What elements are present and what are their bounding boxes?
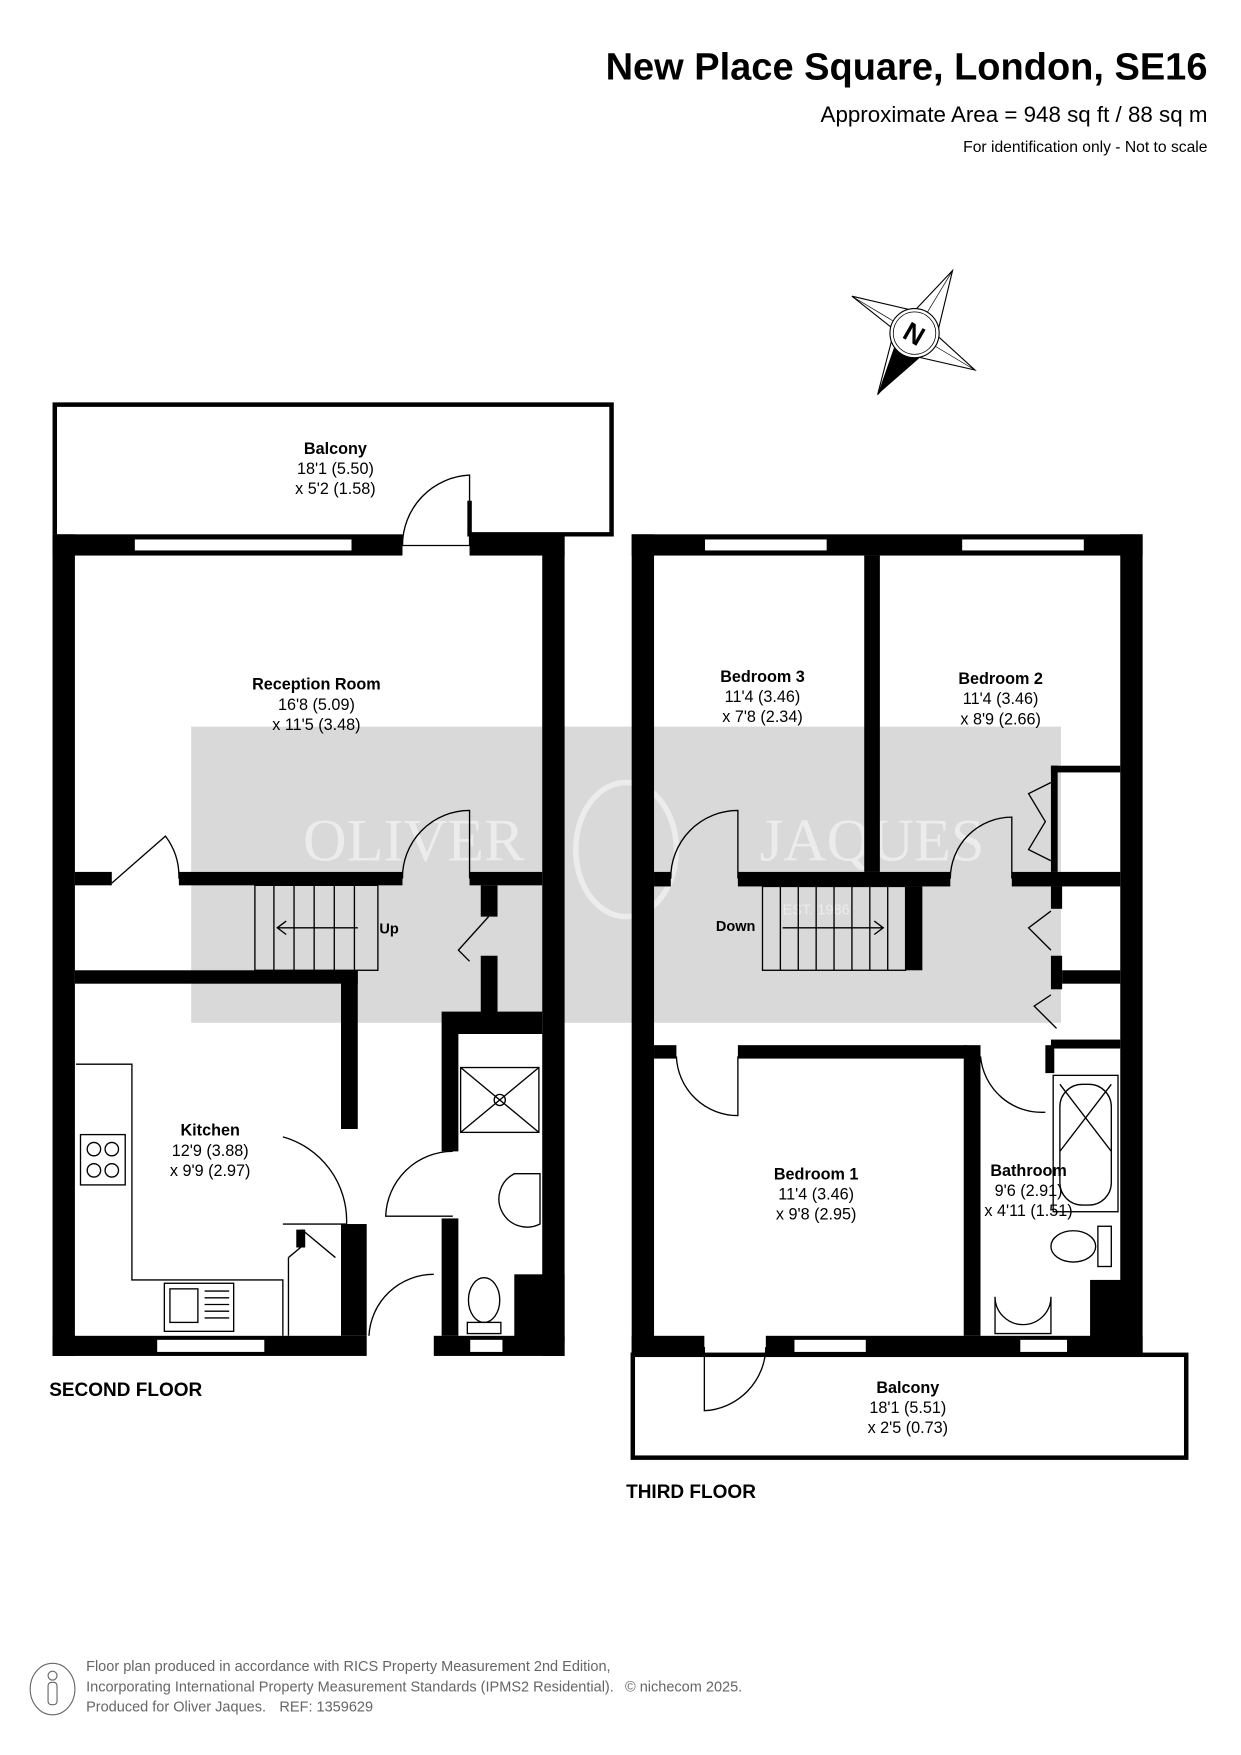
page-title: New Place Square, London, SE16	[606, 46, 1208, 88]
floor-label: THIRD FLOOR	[626, 1482, 756, 1503]
room-dimension: 11'4 (3.46)	[778, 1185, 854, 1203]
footer-line-2: Incorporating International Property Mea…	[86, 1679, 742, 1695]
footer-line-3: Produced for Oliver Jaques.REF: 1359629	[86, 1699, 373, 1715]
room-dimension: x 9'9 (2.97)	[170, 1162, 250, 1180]
person-icon	[29, 1662, 76, 1716]
room-dimension: x 2'5 (0.73)	[868, 1419, 948, 1437]
room-dimension: x 5'2 (1.58)	[295, 480, 375, 498]
footer: Floor plan produced in accordance with R…	[29, 1659, 742, 1716]
approximate-area: Approximate Area = 948 sq ft / 88 sq m	[821, 102, 1208, 127]
room-dimension: x 4'11 (1.51)	[984, 1202, 1072, 1220]
watermark-name-left: OLIVER	[303, 808, 525, 875]
footer-line-1: Floor plan produced in accordance with R…	[86, 1659, 610, 1675]
stairs-up	[254, 884, 379, 971]
room-dimension: 18'1 (5.51)	[869, 1399, 946, 1417]
room-dimension: 11'4 (3.46)	[725, 688, 801, 706]
room-dimension: x 7'8 (2.34)	[722, 708, 802, 726]
room-name: Kitchen	[180, 1122, 239, 1140]
room-name: Reception Room	[252, 676, 381, 694]
second-floor-plan: Balcony 18'1 (5.50) x 5'2 (1.58) Recepti…	[49, 402, 614, 1401]
room-dimension: 11'4 (3.46)	[963, 690, 1039, 708]
room-name: Bathroom	[990, 1162, 1066, 1180]
stairs-label: Down	[716, 919, 756, 935]
floor-label: SECOND FLOOR	[49, 1380, 202, 1401]
room-name: Bedroom 2	[958, 670, 1043, 688]
room-dimension: x 11'5 (3.48)	[272, 716, 360, 734]
room-name: Bedroom 1	[774, 1165, 859, 1183]
room-dimension: 16'8 (5.09)	[278, 696, 355, 714]
disclaimer: For identification only - Not to scale	[963, 139, 1207, 156]
third-floor-plan: Bedroom 3 11'4 (3.46) x 7'8 (2.34) Bedro…	[626, 534, 1189, 1503]
room-name: Balcony	[876, 1379, 939, 1397]
room-name: Bedroom 3	[720, 668, 805, 686]
room-dimension: 18'1 (5.50)	[297, 460, 374, 478]
compass-north-icon: N	[851, 268, 977, 395]
room-dimension: x 9'8 (2.95)	[776, 1206, 856, 1224]
room-dimension: 9'6 (2.91)	[995, 1182, 1063, 1200]
room-dimension: 12'9 (3.88)	[172, 1142, 249, 1160]
room-name: Balcony	[304, 440, 367, 458]
room-dimension: x 8'9 (2.66)	[960, 710, 1040, 728]
stairs-down	[761, 885, 923, 971]
stairs-label: Up	[379, 921, 398, 937]
